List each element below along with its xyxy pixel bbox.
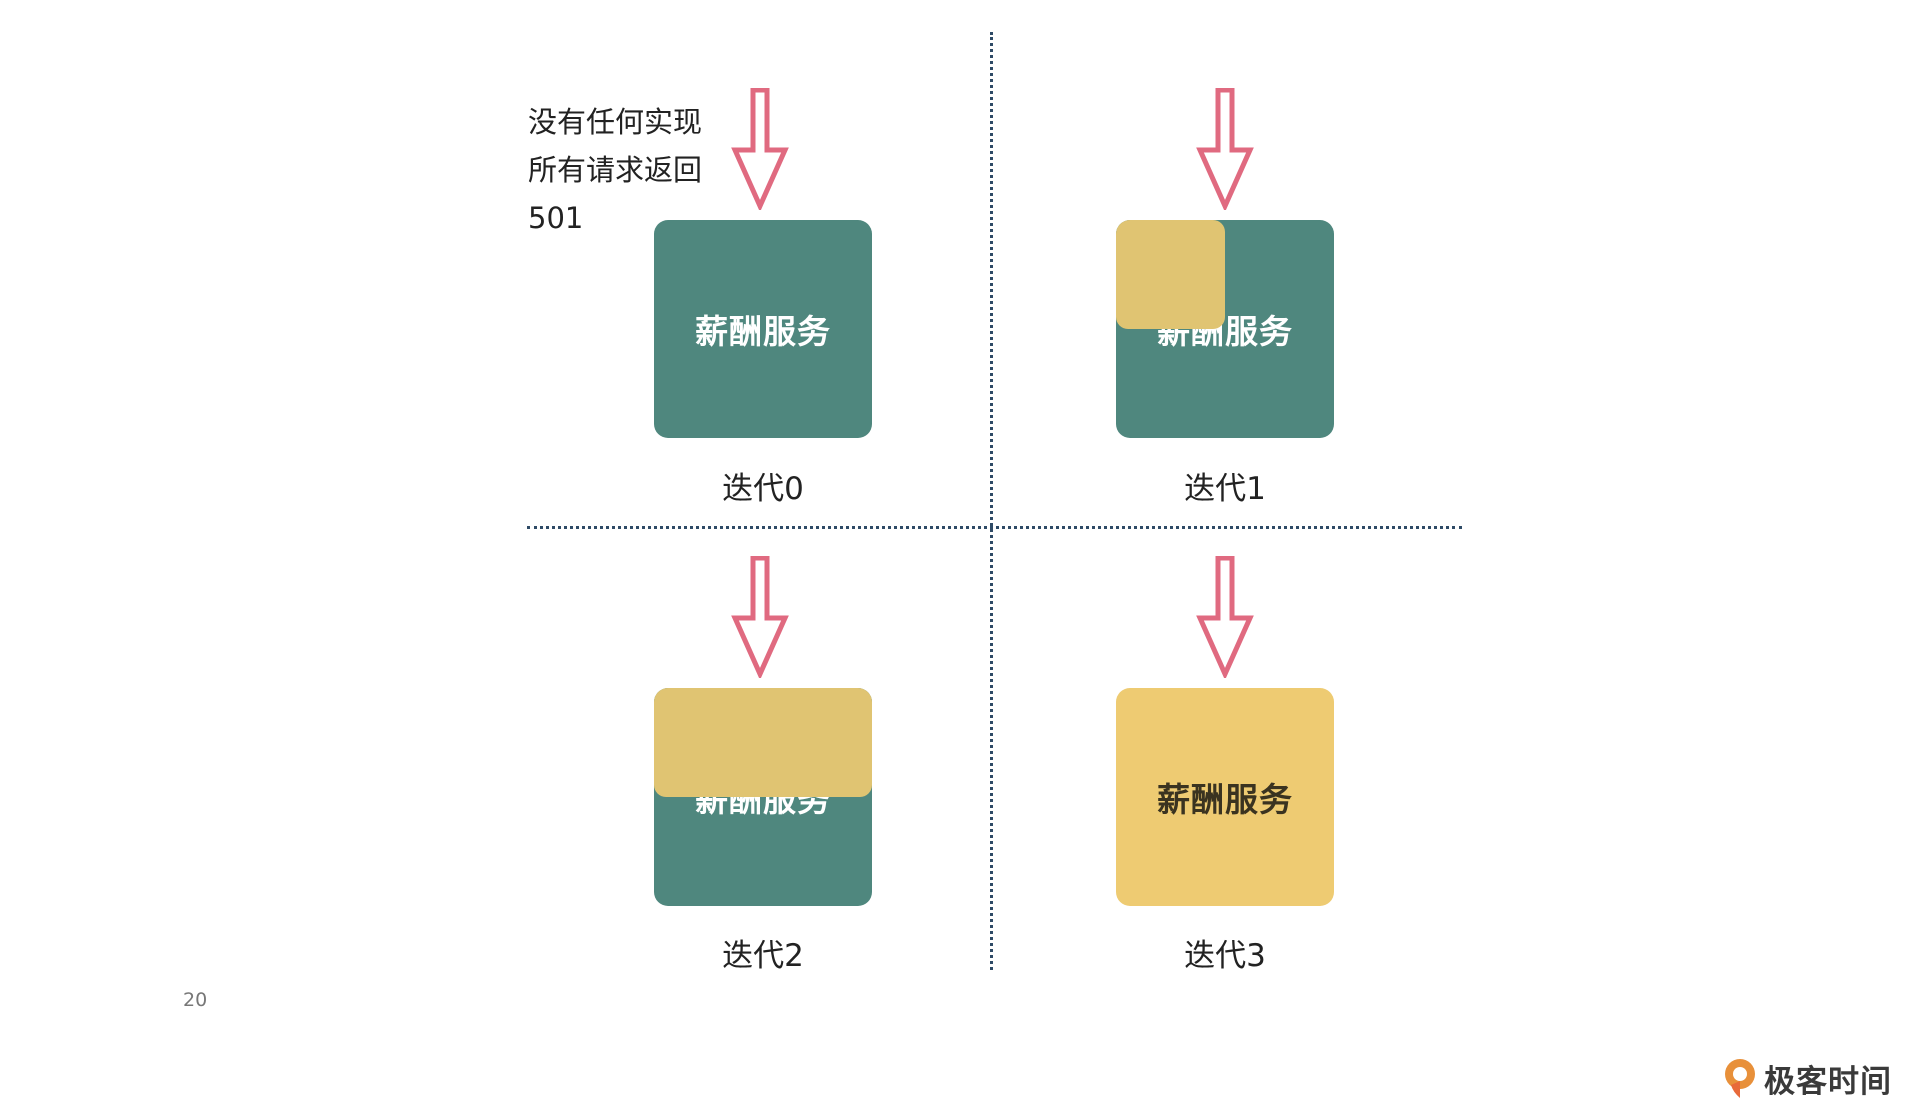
new-implementation-patch	[1116, 220, 1225, 329]
request-arrow-icon	[731, 556, 789, 678]
note-line: 所有请求返回	[528, 153, 703, 187]
service-box-iteration-3: 薪酬服务	[1116, 688, 1334, 906]
service-box-iteration-2: 薪酬服务	[654, 688, 872, 906]
service-box-iteration-1: 薪酬服务	[1116, 220, 1334, 438]
geektime-logo-icon	[1725, 1059, 1755, 1098]
iteration-caption: 迭代3	[1184, 938, 1266, 974]
service-label: 薪酬服务	[695, 312, 831, 351]
request-arrow-icon	[1196, 88, 1254, 210]
service-label: 薪酬服务	[1157, 780, 1293, 819]
iteration-caption: 迭代2	[722, 938, 804, 974]
note-line: 501	[528, 201, 584, 235]
iteration-caption: 迭代1	[1184, 471, 1266, 507]
request-arrow-icon	[731, 88, 789, 210]
request-arrow-icon	[1196, 556, 1254, 678]
new-implementation-patch	[654, 688, 872, 797]
note-line: 没有任何实现	[528, 105, 703, 139]
annotation-note: 没有任何实现 所有请求返回 501	[528, 98, 702, 242]
logo-text: 极客时间	[1764, 1063, 1892, 1100]
horizontal-divider	[527, 526, 1462, 529]
iteration-caption: 迭代0	[722, 471, 804, 507]
vertical-divider	[990, 32, 993, 970]
brand-logo: 极客时间	[1720, 1056, 1892, 1100]
service-box-iteration-0: 薪酬服务	[654, 220, 872, 438]
page-number: 20	[183, 989, 208, 1011]
